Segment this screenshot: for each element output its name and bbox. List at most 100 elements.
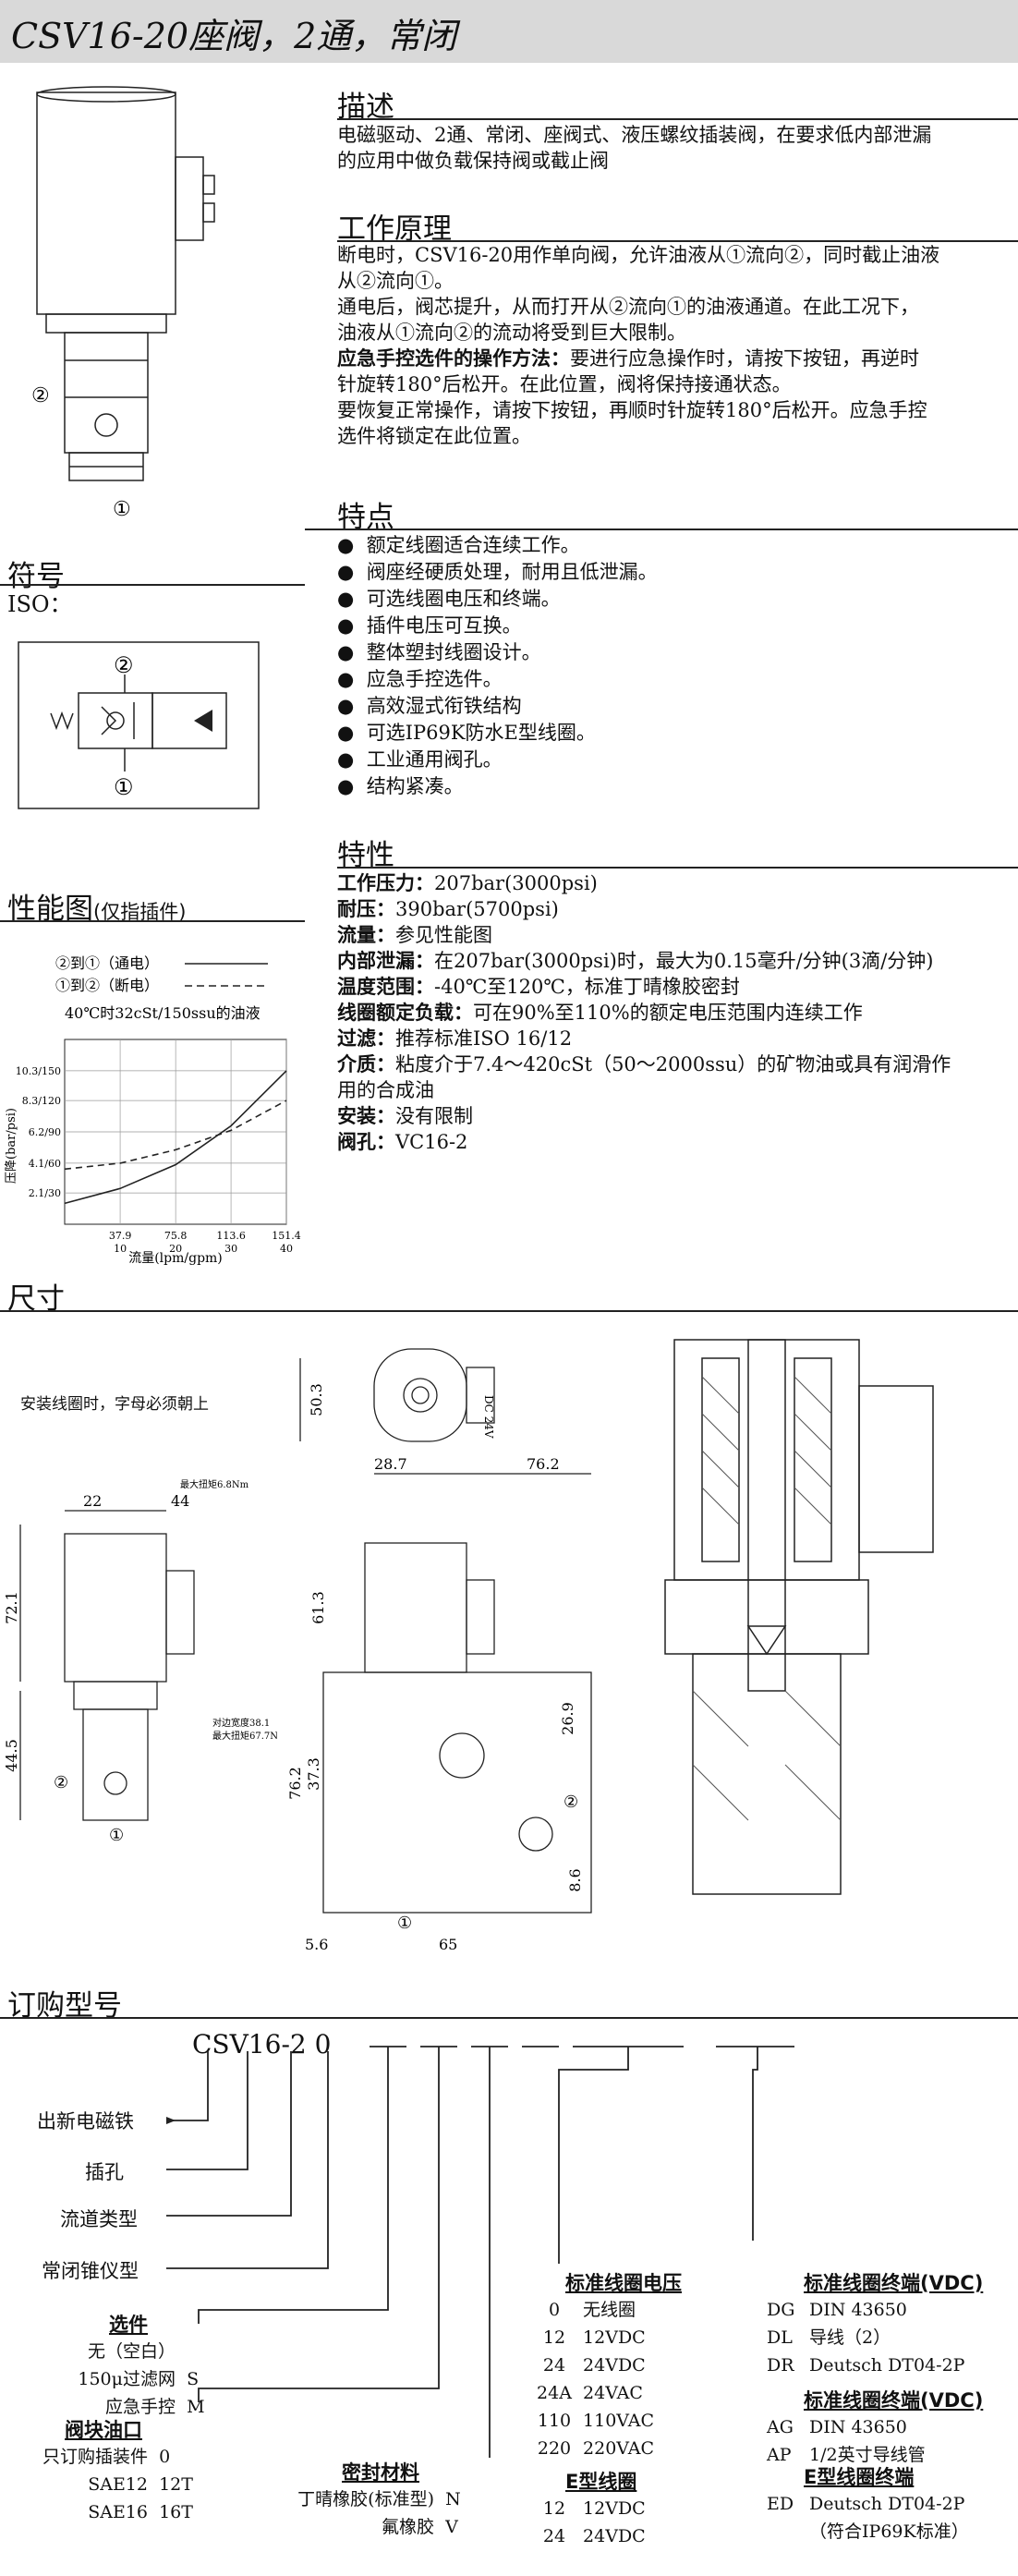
port-row: SAE12 12T [88,2474,193,2495]
order-label: 出新电磁铁 [37,2110,134,2132]
principle-line: 油液从①流向②的流动将受到巨大限制。 [337,322,686,344]
option-row: 应急手控 M [104,2397,205,2417]
seal-row: 氟橡胶 V [381,2517,458,2537]
spec-row: 阀孔：VC16-2 [337,1130,468,1153]
x-tick-label: 37.9 [109,1230,132,1242]
image-port1-label: ① [113,498,131,517]
terminal-ac-row: AG DIN 43650 [767,2417,907,2437]
spec-row: 温度范围：-40℃至120℃，标准丁晴橡胶密封 [337,975,740,998]
x-tick-label: 20 [169,1243,182,1255]
terminal-e-row: ED Deutsch DT04-2P [767,2494,965,2514]
image-port2-label: ② [31,384,50,407]
symbol-port1: ① [114,774,134,800]
performance-note: (仅指插件) [93,901,187,923]
voltage-row: 24 24VDC [542,2355,646,2376]
voltage-list: 0 无线圈 12 12VDC 24 24VDC 24A 24VAC 110 11… [531,2296,771,2462]
voltage-row: 220 220VAC [537,2438,655,2459]
voltage-row: 0 无线圈 [548,2300,636,2320]
spec-row: 内部泄漏：在207bar(3000psi)时，最大为0.15毫升/分钟(3滴/分… [337,949,934,972]
etype-list: 12 12VDC 24 24VDC [531,2495,771,2550]
iso-symbol: ② ① [18,641,260,809]
series-line-on [64,1070,287,1205]
terminal-ac-list: AG DIN 43650 AP 1/2英寸导线管 [767,2413,1016,2469]
voltage-heading: 标准线圈电压 [565,2272,682,2294]
spec-row: 流量：参见性能图 [337,923,492,946]
terminal-e-list: ED Deutsch DT04-2P （符合IP69K标准） [767,2490,1016,2546]
principle-line: 通电后，阀芯提升，从而打开从②流向①的油液通道。在此工况下， [337,296,919,318]
spec-row: 用的合成油 [337,1079,434,1101]
seal-heading: 密封材料 [342,2461,419,2484]
terminal-ac-heading: 标准线圈终端(VDC) [804,2389,984,2412]
feature-item: ● 插件电压可互换。 [337,614,522,637]
dimensions-note: 安装线圈时，字母必须朝上 [20,1395,209,1414]
legend-label-on: ②到①（通电） [55,954,159,972]
dim-5-6: 5.6 [305,1936,328,1953]
terminal-e-heading: E型线圈终端 [804,2466,915,2488]
front-port2: ② [564,1792,578,1812]
terminal-dc-list: DG DIN 43650 DL 导线（2） DR Deutsch DT04-2P [767,2296,1016,2379]
feature-item: ● 结构紧凑。 [337,775,464,797]
order-code: CSV16-2 0 [192,2029,332,2060]
dim-37-3: 37.3 [305,1757,322,1791]
product-image: ② ① [31,86,215,517]
dim-76-2b: 76.2 [286,1767,304,1800]
order-label: 流道类型 [60,2208,138,2230]
side-view-drawing: 22 44 最大扭矩6.8Nm 72.1 44.5 对边宽度38.1 最大扭矩6… [3,1478,277,1845]
feature-item: ● 额定线圈适合连续工作。 [337,534,580,556]
spec-row: 介质：粘度介于7.4～420cSt（50～2000ssu）的矿物油或具有润滑作 [337,1052,951,1075]
port-row: SAE16 16T [88,2502,193,2522]
voltage-row: 24A 24VAC [537,2383,643,2403]
feature-item: ● 可选IP69K防水E型线圈。 [337,722,596,744]
x-tick-label: 113.6 [216,1230,246,1242]
manual-line-2: 针旋转180°后松开。在此位置，阀将保持接通状态。 [337,373,792,395]
divider [0,920,305,922]
front-port1: ① [397,1914,412,1933]
options-heading: 选件 [109,2314,148,2336]
divider [0,2017,1018,2019]
options-list: 无（空白） 150μ过滤网 S 应急手控 M [37,2338,222,2421]
y-tick-label: 2.1/30 [29,1187,61,1199]
dim-44: 44 [171,1492,189,1510]
performance-chart: ②到①（通电） ①到②（断电） 40℃时32cSt/150ssu的油液 压降(b… [5,954,301,1266]
spec-row: 工作压力：207bar(3000psi) [337,871,598,894]
principle-line: 选件将锁定在此位置。 [337,425,531,447]
side-port1: ① [109,1826,124,1845]
etype-heading: E型线圈 [565,2471,637,2493]
side-port2: ② [54,1773,68,1792]
seal-row: 丁晴橡胶(标准型) N [297,2489,461,2509]
front-view-drawing: DC 24V 50.3 28.7 76.2 61.3 26.9 37.3 76.… [286,1348,592,1953]
x-tick-label: 30 [224,1243,237,1255]
specs-list: 工作压力：207bar(3000psi) 耐压：390bar(5700psi) … [337,870,951,1155]
dim-28-7: 28.7 [374,1455,407,1473]
manual-line-1: 应急手控选件的操作方法：要进行应急操作时，请按下按钮，再逆时 [337,346,919,371]
etype-row: 24 24VDC [542,2526,646,2546]
description-text-2: 的应用中做负载保持阀或截止阀 [337,150,609,172]
dim-hex: 对边宽度38.1 [212,1717,270,1729]
x-tick-label: 151.4 [272,1230,301,1242]
dim-61-3: 61.3 [309,1591,327,1624]
principle-line: 断电时，CSV16-20用作单向阀，允许油液从①流向②，同时截止油液 [337,244,940,266]
option-row: 150μ过滤网 S [78,2369,200,2389]
port-row: 只订购插装件 0 [42,2447,171,2467]
y-tick-label: 8.3/120 [22,1095,61,1107]
dim-8-6: 8.6 [566,1868,584,1891]
divider [337,118,1018,120]
feature-item: ● 应急手控选件。 [337,668,503,690]
section-view-drawing [664,1339,934,1895]
x-tick-label: 40 [280,1243,293,1255]
chart-xlabel: 流量(lpm/gpm) [128,1251,223,1266]
terminal-dc-row: DG DIN 43650 [767,2300,907,2320]
page-title: CSV16-20座阀，2通，常闭 [11,16,457,56]
dim-26-9: 26.9 [559,1702,576,1735]
feature-item: ● 高效湿式衔铁结构 [337,695,522,717]
iso-label: ISO： [7,591,72,617]
divider [0,584,305,586]
option-row: 无（空白） [87,2341,176,2362]
etype-row: 12 12VDC [542,2498,646,2519]
manual-text: 要进行应急操作时，请按下按钮，再逆时 [570,347,919,370]
y-tick-label: 10.3/150 [16,1065,61,1077]
principle-line: 要恢复正常操作，请按下按钮，再顺时针旋转180°后松开。应急手控 [337,399,927,421]
dim-44-5: 44.5 [3,1739,20,1772]
voltage-row: 12 12VDC [542,2327,646,2348]
spec-row: 安装：没有限制 [337,1104,473,1127]
